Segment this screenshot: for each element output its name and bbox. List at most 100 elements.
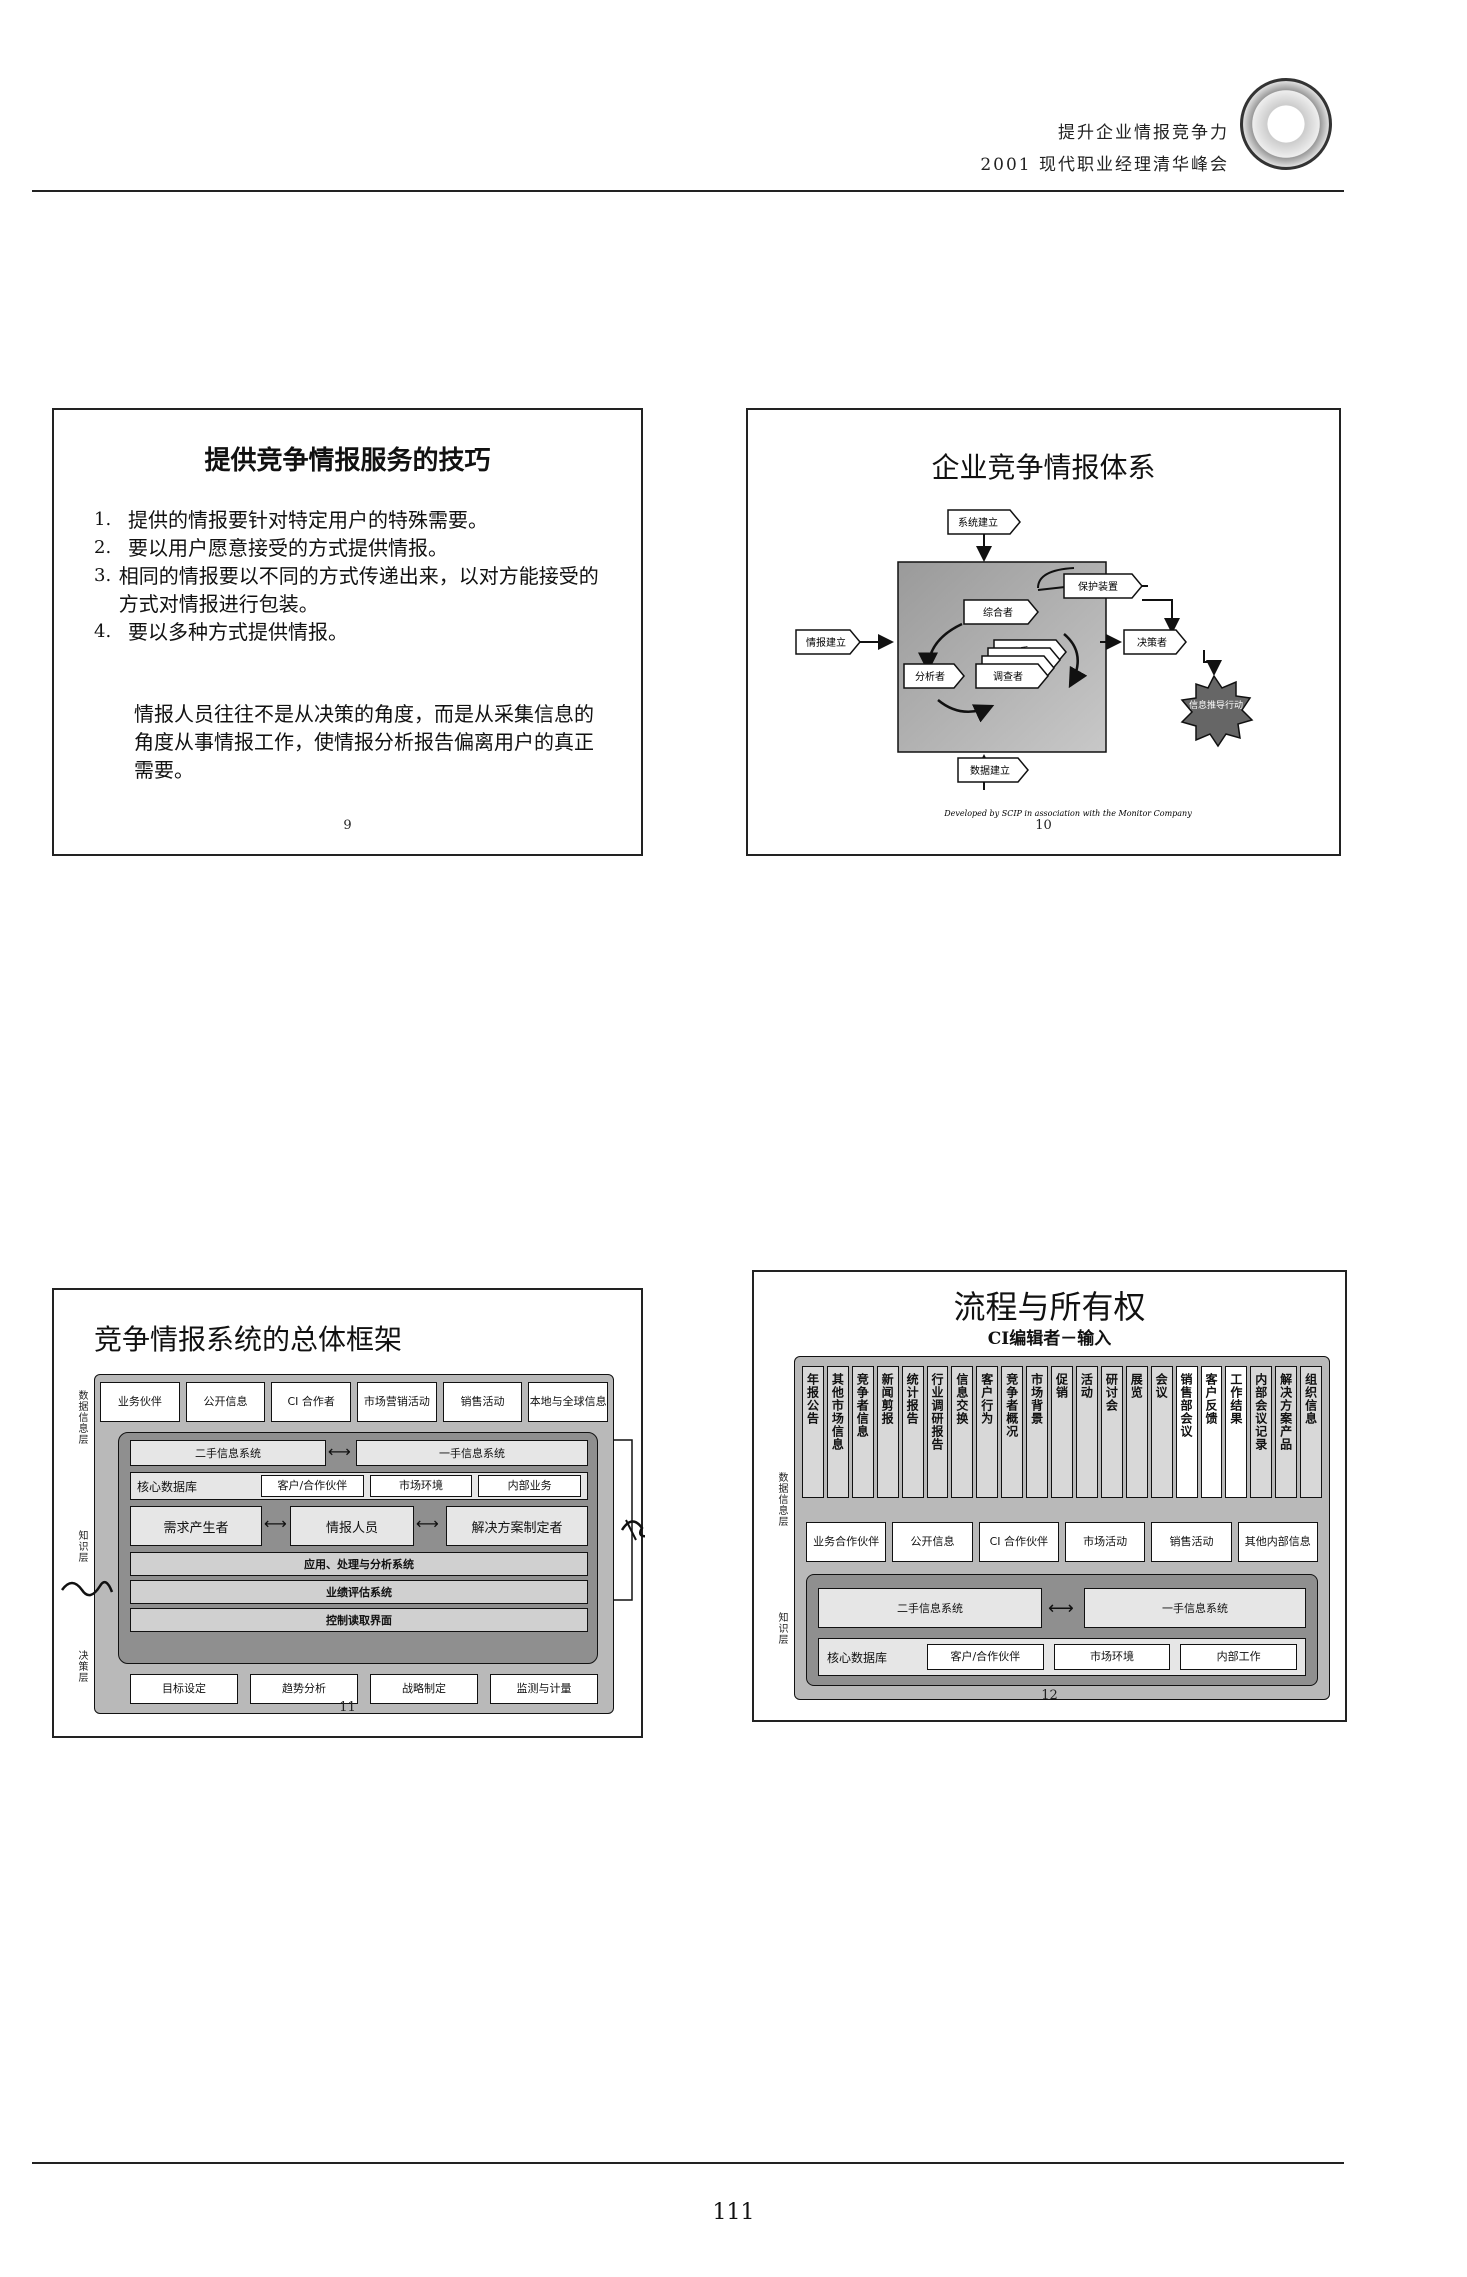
- source-box: 市场营销活动: [357, 1382, 437, 1422]
- university-seal-logo: [1240, 78, 1332, 170]
- source-box: 销售活动: [1151, 1522, 1232, 1562]
- slide-number: 12: [1041, 1688, 1058, 1703]
- list-number: 1.: [94, 509, 112, 530]
- slide-number: 10: [1035, 818, 1052, 833]
- source-box: 业务合作伙伴: [806, 1522, 887, 1562]
- slide-11: 竞争情报系统的总体框架 数据信息层 知识层 决策层 业务伙伴 公开信息 CI 合…: [52, 1288, 645, 1738]
- input-column: 统计报告: [901, 1366, 924, 1498]
- node-label: 综合者: [983, 606, 1013, 619]
- slide-11-title: 竞争情报系统的总体框架: [94, 1323, 403, 1356]
- input-column: 促销: [1051, 1366, 1073, 1498]
- source-box: 公开信息: [892, 1522, 973, 1562]
- source-box: CI 合作者: [271, 1382, 352, 1422]
- input-columns: 年报公告其他市场信息竞争者信息新闻剪报统计报告行业调研报告信息交换客户行为竞争者…: [802, 1366, 1323, 1498]
- list-number: 4.: [94, 621, 112, 642]
- staff-box: 情报人员: [290, 1506, 414, 1546]
- node-system: 系统建立: [947, 509, 1021, 535]
- double-arrow: ⟷: [328, 1442, 351, 1461]
- slide-9: 提供竞争情报服务的技巧 1.提供的情报要针对特定用户的特殊需要。 2.要以用户愿…: [52, 408, 643, 856]
- input-column: 其他市场信息: [826, 1366, 849, 1498]
- page-number: 111: [712, 2200, 755, 2225]
- slide-9-title: 提供竞争情报服务的技巧: [204, 446, 491, 476]
- slide-number: 9: [343, 818, 352, 833]
- node-protect: 保护装置: [1063, 573, 1143, 599]
- node-label: 数据建立: [970, 764, 1010, 777]
- side-label-knowledge: 知识层: [76, 1530, 87, 1563]
- header-divider: [32, 190, 1344, 192]
- input-column: 竞争者信息: [851, 1366, 874, 1498]
- input-column: 解决方案产品: [1275, 1366, 1298, 1498]
- first-hand-system: 一手信息系统: [1084, 1588, 1306, 1628]
- slide-12-subtitle: CI编辑者－输入: [987, 1329, 1112, 1349]
- db-item: 市场环境: [1053, 1644, 1171, 1670]
- input-column: 行业调研报告: [926, 1366, 949, 1498]
- process-bar: 应用、处理与分析系统: [130, 1552, 588, 1576]
- node-label: 系统建立: [958, 516, 998, 529]
- list-number: 3.: [94, 565, 112, 586]
- input-column: 竞争者概况: [1001, 1366, 1024, 1498]
- input-column: 新闻剪报: [876, 1366, 899, 1498]
- slide-10-title: 企业竞争情报体系: [931, 451, 1156, 484]
- decision-box: 目标设定: [130, 1674, 238, 1704]
- arrow: [1063, 633, 1088, 689]
- list-item: 2.要以用户愿意接受的方式提供情报。: [94, 534, 614, 562]
- list-item: 3. 相同的情报要以不同的方式传递出来，以对方能接受的方式对情报进行包装。: [94, 562, 614, 618]
- process-bar: 控制读取界面: [130, 1608, 588, 1632]
- slide-12: 流程与所有权 CI编辑者－输入 数据信息层 知识层 年报公告其他市场信息竞争者信…: [752, 1270, 1347, 1722]
- second-hand-system: 二手信息系统: [130, 1440, 326, 1466]
- decision-box: 趋势分析: [250, 1674, 358, 1704]
- core-db-row: 核心数据库 客户/合作伙伴 市场环境 内部业务: [130, 1472, 588, 1500]
- slide-9-list: 1.提供的情报要针对特定用户的特殊需要。 2.要以用户愿意接受的方式提供情报。 …: [94, 506, 614, 646]
- node-integrator: 综合者: [963, 599, 1039, 625]
- list-text: 要以多种方式提供情报。: [128, 620, 348, 644]
- arrow: [1037, 567, 1075, 589]
- arrow: ⟷: [416, 1514, 439, 1533]
- input-column: 组织信息: [1300, 1366, 1323, 1498]
- source-box: 本地与全球信息: [528, 1382, 609, 1422]
- node-analyst: 分析者: [903, 663, 965, 689]
- header-subtitle: 2001 现代职业经理清华峰会: [980, 155, 1229, 175]
- db-item: 客户/合作伙伴: [927, 1644, 1044, 1670]
- node-action-burst: 信息推导行动: [1180, 674, 1254, 748]
- slide-12-title: 流程与所有权: [953, 1288, 1146, 1326]
- input-column: 市场背景: [1026, 1366, 1049, 1498]
- list-number: 2.: [94, 537, 112, 558]
- source-box: 市场活动: [1064, 1522, 1146, 1562]
- arrow: ⟷: [264, 1514, 287, 1533]
- input-column: 会议: [1150, 1366, 1173, 1498]
- db-item: 市场环境: [369, 1475, 473, 1497]
- diagram-credit: Developed by SCIP in association with th…: [943, 809, 1192, 818]
- arrow: [1203, 650, 1222, 676]
- node-stack: 一手 调查者: [975, 639, 1067, 689]
- db-item: 内部工作: [1180, 1644, 1298, 1670]
- input-column: 活动: [1075, 1366, 1098, 1498]
- node-label: 保护装置: [1078, 580, 1118, 593]
- arrow: [937, 699, 995, 723]
- node-label: 调查者: [993, 670, 1023, 683]
- db-item: 客户/合作伙伴: [261, 1475, 364, 1497]
- node-label: 决策者: [1137, 636, 1167, 649]
- list-item: 1.提供的情报要针对特定用户的特殊需要。: [94, 506, 614, 534]
- input-column: 客户反馈: [1200, 1366, 1223, 1498]
- side-label-data: 数据信息层: [76, 1390, 87, 1445]
- source-box: 公开信息: [185, 1382, 266, 1422]
- core-db-label: 核心数据库: [137, 1479, 198, 1494]
- node-label: 信息推导行动: [1189, 699, 1243, 711]
- double-arrow: ⟷: [1048, 1598, 1074, 1619]
- input-column: 年报公告: [802, 1366, 824, 1498]
- node-intel: 情报建立: [795, 629, 861, 655]
- node-decision: 决策者: [1123, 629, 1187, 655]
- input-column: 展览: [1125, 1366, 1148, 1498]
- source-box: 其他内部信息: [1237, 1522, 1318, 1562]
- first-hand-system: 一手信息系统: [356, 1440, 588, 1466]
- list-text: 相同的情报要以不同的方式传递出来，以对方能接受的方式对情报进行包装。: [118, 564, 599, 616]
- top-sources-row: 业务伙伴 公开信息 CI 合作者 市场营销活动 销售活动 本地与全球信息: [100, 1382, 609, 1422]
- input-column: 内部会议记录: [1250, 1366, 1273, 1498]
- input-column: 销售部会议: [1175, 1366, 1198, 1498]
- second-hand-system: 二手信息系统: [818, 1588, 1042, 1628]
- core-db-row: 核心数据库 客户/合作伙伴 市场环境 内部工作: [818, 1638, 1306, 1676]
- decision-box: 战略制定: [370, 1674, 478, 1704]
- decision-box: 监测与计量: [490, 1674, 598, 1704]
- side-label-knowledge: 知识层: [776, 1612, 787, 1645]
- solution-box: 解决方案制定者: [446, 1506, 588, 1546]
